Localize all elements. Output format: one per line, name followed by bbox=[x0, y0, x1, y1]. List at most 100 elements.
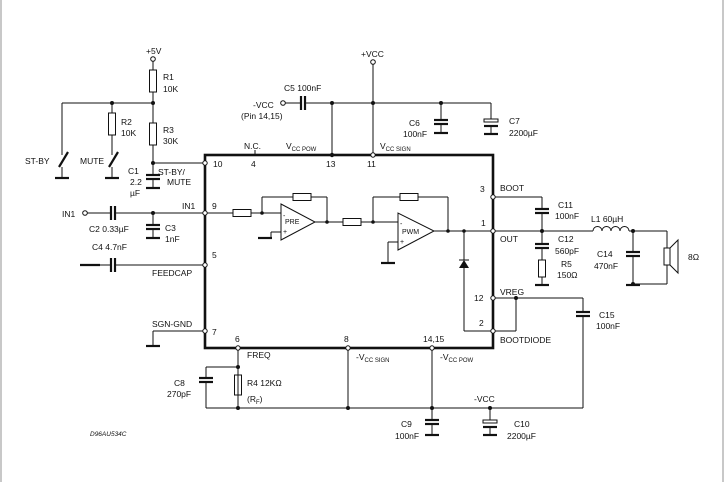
c12-value: 560pF bbox=[555, 246, 579, 256]
stby-label: ST-BY bbox=[25, 156, 50, 166]
c10-name: C10 bbox=[514, 419, 530, 429]
left-page-edge bbox=[0, 0, 2, 482]
c1-value2: µF bbox=[130, 188, 140, 198]
pre-plus: + bbox=[283, 229, 287, 236]
pin-marker-1 bbox=[490, 228, 496, 234]
bootdiode-label: BOOTDIODE bbox=[500, 335, 551, 345]
pwm-input-resistor bbox=[342, 218, 362, 226]
c10-value: 2200µF bbox=[507, 431, 536, 441]
stby-mute-network: +5V R1 10K R3 30K C1 2.2 µF R2 10K bbox=[25, 46, 205, 198]
pin-3: 3 bbox=[480, 184, 485, 194]
c6-value: 100nF bbox=[403, 129, 427, 139]
c1-value1: 2.2 bbox=[130, 177, 142, 187]
r1-name: R1 bbox=[163, 72, 174, 82]
pin-7: 7 bbox=[212, 327, 217, 337]
pin-marker-2 bbox=[490, 328, 496, 334]
l1-label: L1 60µH bbox=[591, 214, 623, 224]
mute-label: MUTE bbox=[80, 156, 104, 166]
pin-marker-8 bbox=[345, 345, 351, 351]
pin-8: 8 bbox=[344, 334, 349, 344]
c9-name: C9 bbox=[401, 419, 412, 429]
in1-input-label: IN1 bbox=[62, 209, 76, 219]
r2-resistor bbox=[108, 112, 116, 136]
speaker-value: 8Ω bbox=[688, 252, 699, 262]
r3-value: 30K bbox=[163, 136, 178, 146]
speaker-cone bbox=[669, 238, 679, 275]
r1-resistor bbox=[149, 69, 157, 93]
junction-dot bbox=[236, 406, 240, 410]
c3-name: C3 bbox=[165, 223, 176, 233]
r3-name: R3 bbox=[163, 125, 174, 135]
stby-mute-pin-label-1: ST-BY/ bbox=[158, 167, 186, 177]
boot-diode bbox=[459, 260, 469, 268]
top-supply-network: -VCC (Pin 14,15) C5 100nF +VCC C6 100nF … bbox=[241, 49, 538, 158]
r2-name: R2 bbox=[121, 117, 132, 127]
in1-terminal bbox=[82, 210, 88, 216]
c14-value: 470nF bbox=[594, 261, 618, 271]
pin-1: 1 bbox=[481, 218, 486, 228]
plus5v-label: +5V bbox=[146, 46, 162, 56]
c8-value: 270pF bbox=[167, 389, 191, 399]
r4-value: (RF) bbox=[247, 394, 263, 406]
ic-body bbox=[203, 153, 495, 350]
speaker-icon bbox=[663, 247, 671, 266]
pin-marker-3 bbox=[490, 194, 496, 200]
in1-pin-label: IN1 bbox=[182, 201, 196, 211]
out-label: OUT bbox=[500, 234, 518, 244]
output-network: C11 100nF C12 560pF R5 150Ω L1 60µH C14 … bbox=[490, 194, 699, 408]
c11-value: 100nF bbox=[555, 211, 579, 221]
pin-4: 4 bbox=[251, 159, 256, 169]
sgn-gnd-label: SGN-GND bbox=[152, 319, 192, 329]
c2-label: C2 0.33µF bbox=[89, 224, 129, 234]
c14-name: C14 bbox=[597, 249, 613, 259]
c12-name: C12 bbox=[558, 234, 574, 244]
plus-vcc-label: +VCC bbox=[361, 49, 384, 59]
c15-name: C15 bbox=[599, 310, 615, 320]
neg-vcc-sign-label: -VCC SIGN bbox=[356, 352, 390, 364]
junction-dot bbox=[446, 229, 450, 233]
pwm-plus: + bbox=[400, 239, 404, 246]
pre-feedback-resistor bbox=[292, 193, 312, 201]
plus-vcc-terminal bbox=[370, 59, 376, 65]
r1-value: 10K bbox=[163, 84, 178, 94]
pin-marker-12 bbox=[490, 295, 496, 301]
pin-9: 9 bbox=[212, 201, 217, 211]
input-network: IN1 C2 0.33µF C3 1nF IN1 9 C4 4.7nF 5 FE… bbox=[62, 201, 217, 348]
freq-label: FREQ bbox=[247, 350, 271, 360]
r3-resistor bbox=[149, 122, 157, 146]
stby-mute-pin-label-2: MUTE bbox=[167, 177, 191, 187]
neg-vcc-pow-label: -VCC POW bbox=[440, 352, 474, 364]
bottom-network: 6 FREQ R4 12KΩ (RF) C8 270pF -VCC 8 -VCC… bbox=[167, 334, 583, 441]
c7-value: 2200µF bbox=[509, 128, 538, 138]
pin-marker-5 bbox=[202, 262, 208, 268]
pin-marker-10 bbox=[202, 160, 208, 166]
ic-top-pins: 10 ST-BY/ MUTE N.C. 4 VCC POW 13 VCC SIG… bbox=[158, 141, 411, 187]
r5-value: 150Ω bbox=[557, 270, 578, 280]
junction-dot bbox=[325, 220, 329, 224]
l1-inductor bbox=[592, 226, 630, 232]
r2-value: 10K bbox=[121, 128, 136, 138]
pin-6: 6 bbox=[235, 334, 240, 344]
pwm-minus: - bbox=[400, 221, 403, 228]
boot-label: BOOT bbox=[500, 183, 524, 193]
pin-12: 12 bbox=[474, 293, 484, 303]
r5-resistor bbox=[538, 259, 546, 278]
neg-vcc-label: -VCC bbox=[253, 100, 274, 110]
c5-label: C5 100nF bbox=[284, 83, 321, 93]
r4-resistor bbox=[234, 374, 242, 396]
pre-minus: - bbox=[283, 213, 286, 220]
c3-value: 1nF bbox=[165, 234, 180, 244]
stby-switch bbox=[58, 151, 69, 168]
pin-marker-7 bbox=[202, 328, 208, 334]
ic-right-pins: 3 BOOT 1 OUT 12 VREG 2 BOOTDIODE bbox=[474, 183, 551, 345]
pin-marker-1415 bbox=[429, 345, 435, 351]
c6-name: C6 bbox=[409, 118, 420, 128]
r5-name: R5 bbox=[561, 259, 572, 269]
pin-dot-13 bbox=[329, 152, 335, 158]
pin-5: 5 bbox=[212, 250, 217, 260]
pre-input-resistor bbox=[232, 209, 252, 217]
c15-value: 100nF bbox=[596, 321, 620, 331]
c9-value: 100nF bbox=[395, 431, 419, 441]
plus5v-terminal bbox=[150, 56, 156, 62]
c7-plate bbox=[483, 118, 499, 123]
